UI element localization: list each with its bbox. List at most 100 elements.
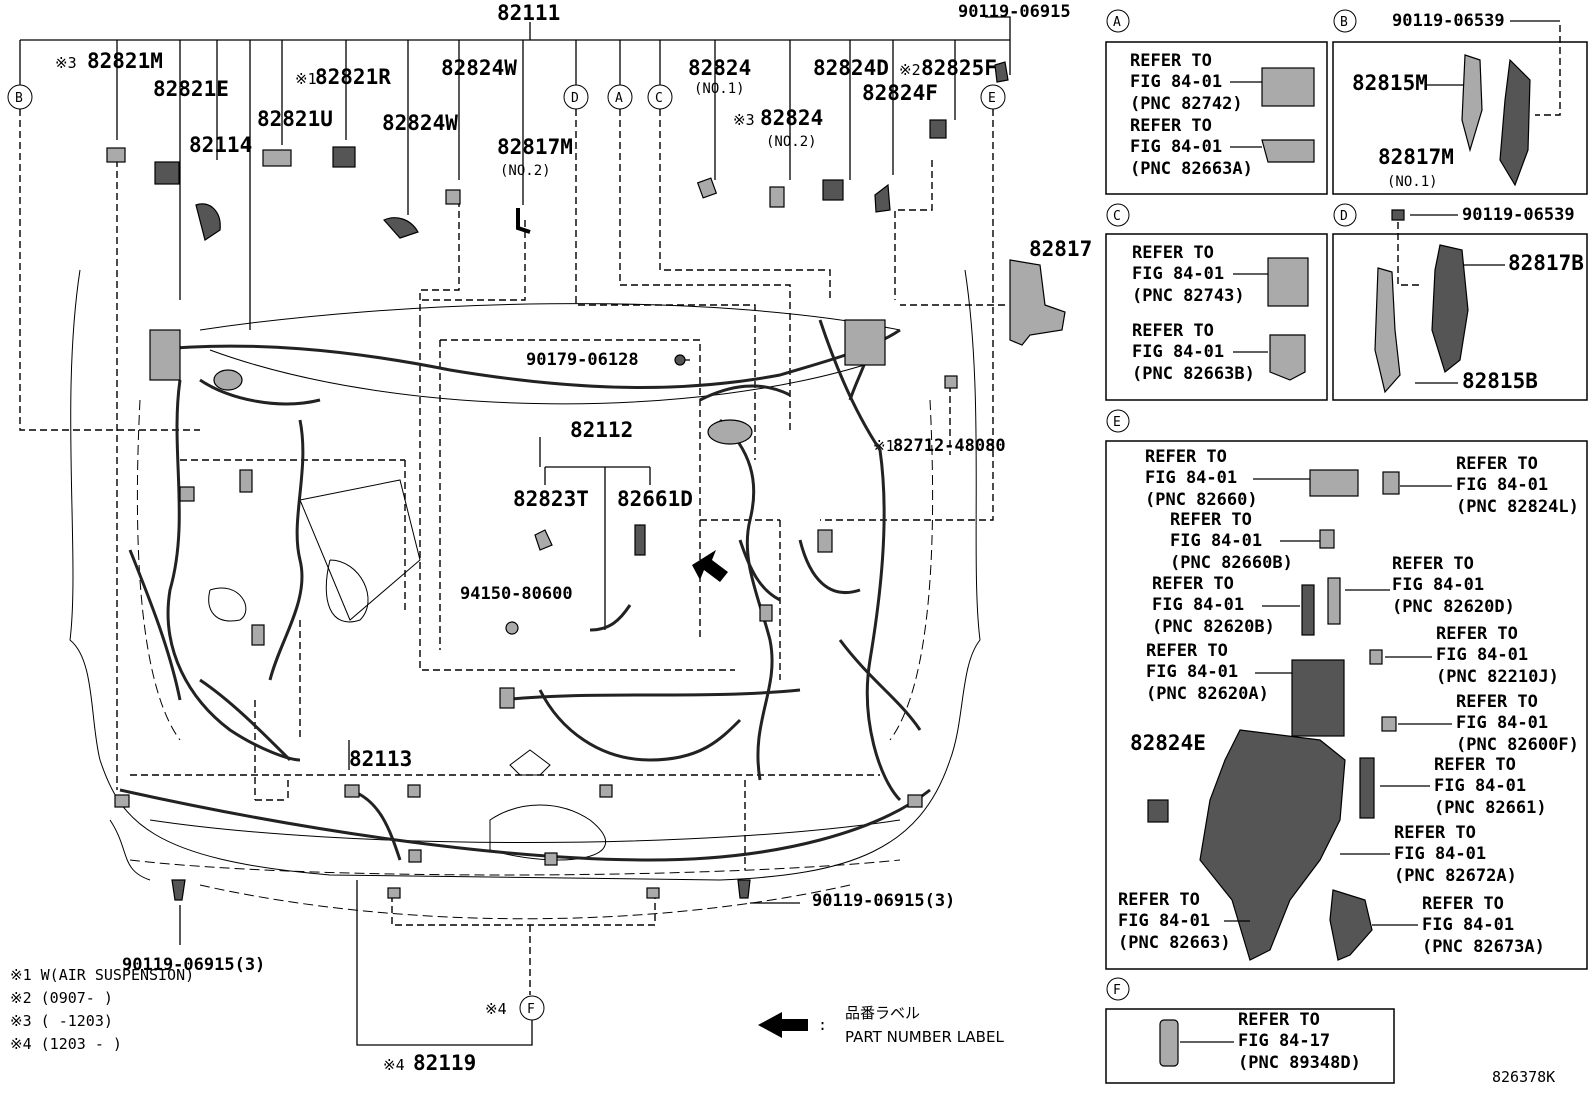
cover-82673A-icon bbox=[1329, 889, 1373, 961]
refer-text-panels-C-refs-1-l1: REFER TO bbox=[1132, 321, 1214, 341]
connector-center-c-icon bbox=[817, 529, 833, 553]
panel-d-box bbox=[1332, 233, 1588, 401]
refer-text-panels-F-refs-0-l2: FIG 84-17 bbox=[1238, 1031, 1330, 1051]
legend-colon: : bbox=[818, 1016, 827, 1034]
refer-text-panels-E-refs-5-l3: (PNC 82620A) bbox=[1146, 684, 1269, 704]
refer-text-panels-E-refs-0-l2: FIG 84-01 bbox=[1145, 468, 1237, 488]
cover-82661-icon bbox=[1359, 757, 1375, 819]
panel-b-bolt-label: 90119-06539 bbox=[1392, 11, 1505, 31]
mark-1b: ※1 bbox=[873, 437, 895, 455]
label-82114: 82114 bbox=[189, 133, 252, 157]
refer-text-panels-E-refs-2-l3: (PNC 82660B) bbox=[1170, 553, 1293, 573]
refer-text-panels-A-refs-1-l2: FIG 84-01 bbox=[1130, 137, 1222, 157]
cover-82620D-icon bbox=[1327, 577, 1341, 625]
bolt-90119-bottom-left-icon bbox=[171, 879, 186, 901]
refer-text-panels-E-refs-3-l2: FIG 84-01 bbox=[1152, 595, 1244, 615]
connector-82821R-icon bbox=[332, 146, 356, 168]
label-82821R: 82821R bbox=[315, 65, 391, 89]
bracket-82815B-icon bbox=[1374, 267, 1401, 394]
label-94150: 94150-80600 bbox=[460, 584, 573, 604]
footnote-4: ※4 (1203 - ) bbox=[10, 1035, 122, 1053]
refer-text-panels-E-refs-0-l1: REFER TO bbox=[1145, 447, 1227, 467]
label-82817M-no1: 82817M bbox=[1378, 145, 1454, 169]
panel-a: A REFER TO FIG 84-01 (PNC 82742) REFER T… bbox=[1105, 9, 1328, 195]
panel-d-letter: D bbox=[1340, 209, 1348, 224]
wire-harness bbox=[119, 319, 931, 862]
connector-left-front-icon bbox=[114, 794, 130, 808]
label-82824W-a: 82824W bbox=[441, 56, 517, 80]
connector-82743-icon bbox=[1267, 257, 1309, 307]
panel-b-letter: B bbox=[1340, 15, 1348, 30]
connector-82825F-icon bbox=[929, 119, 947, 139]
refer-text-panels-E-refs-6-l1: REFER TO bbox=[1436, 624, 1518, 644]
refer-text-panels-E-refs-6-l2: FIG 84-01 bbox=[1436, 645, 1528, 665]
mark-3b: ※3 bbox=[733, 111, 755, 129]
footnotes: ※1 W(AIR SUSPENSION) ※2 (0907- ) ※3 ( -1… bbox=[10, 966, 194, 1053]
panel-b-box bbox=[1332, 41, 1588, 195]
legend-arrow-icon bbox=[758, 1012, 808, 1038]
label-82824E: 82824E bbox=[1130, 731, 1206, 755]
clip-82824W-a-icon bbox=[445, 189, 461, 205]
refer-text-panels-F-refs-0-l3: (PNC 89348D) bbox=[1238, 1053, 1361, 1073]
connector-front-b-icon bbox=[599, 784, 613, 798]
refer-text-panels-E-refs-4-l2: FIG 84-01 bbox=[1392, 575, 1484, 595]
refer-text-panels-E-refs-10-l2: FIG 84-01 bbox=[1118, 911, 1210, 931]
connector-82661D-icon bbox=[634, 524, 646, 556]
refer-text-panels-E-refs-1-l3: (PNC 82824L) bbox=[1456, 497, 1579, 517]
panel-f-letter: F bbox=[1113, 983, 1121, 998]
clip-82712-icon bbox=[944, 375, 958, 389]
label-82825F: 82825F bbox=[921, 56, 997, 80]
callout-circles: B D A C E F bbox=[7, 84, 1006, 1021]
panel-f: F REFER TO FIG 84-17 (PNC 89348D) bbox=[1105, 977, 1395, 1084]
connector-82663A-icon bbox=[1261, 139, 1315, 163]
mark-3: ※3 bbox=[55, 54, 77, 72]
junction-block-82620A-icon bbox=[1291, 659, 1345, 737]
legend-jp: 品番ラベル bbox=[845, 1004, 920, 1022]
circle-e-letter: E bbox=[988, 91, 996, 106]
bracket-82817B-icon bbox=[1431, 244, 1469, 374]
refer-text-panels-A-refs-1-l1: REFER TO bbox=[1130, 116, 1212, 136]
label-82817: 82817 bbox=[1029, 237, 1092, 261]
connector-front-e-icon bbox=[387, 887, 401, 899]
footnote-3: ※3 ( -1203) bbox=[10, 1012, 113, 1030]
refer-text-panels-E-refs-1-l1: REFER TO bbox=[1456, 454, 1538, 474]
refer-text-panels-E-refs-2-l2: FIG 84-01 bbox=[1170, 531, 1262, 551]
refer-text-panels-E-refs-9-l1: REFER TO bbox=[1394, 823, 1476, 843]
connector-82821M-icon bbox=[106, 147, 126, 163]
label-82817B: 82817B bbox=[1508, 251, 1584, 275]
connector-left-c-icon bbox=[179, 486, 195, 502]
refer-text-panels-E-refs-6-l3: (PNC 82210J) bbox=[1436, 667, 1559, 687]
clip-82823T-icon bbox=[534, 529, 553, 551]
label-82824-no1: 82824 bbox=[688, 56, 751, 80]
refer-text-panels-E-refs-3-l1: REFER TO bbox=[1152, 574, 1234, 594]
refer-text-panels-E-refs-8-l1: REFER TO bbox=[1434, 755, 1516, 775]
connector-82113-icon bbox=[344, 784, 360, 798]
bracket-82817M-icon bbox=[516, 208, 531, 234]
label-82119: 82119 bbox=[413, 1051, 476, 1075]
panel-e: E REFER TO FIG 84-01 (PNC 82660) REFER T… bbox=[1105, 409, 1588, 970]
refer-text-panels-C-refs-1-l3: (PNC 82663B) bbox=[1132, 364, 1255, 384]
refer-text-panels-A-refs-0-l2: FIG 84-01 bbox=[1130, 72, 1222, 92]
connector-center-b-icon bbox=[759, 604, 773, 622]
circle-a-letter: A bbox=[615, 91, 623, 106]
refer-text-panels-C-refs-0-l1: REFER TO bbox=[1132, 243, 1214, 263]
refer-text-panels-C-refs-0-l3: (PNC 82743) bbox=[1132, 286, 1245, 306]
panel-f-box bbox=[1105, 1008, 1395, 1084]
main-diagram: 82111 B bbox=[7, 1, 1092, 1075]
refer-text-panels-E-refs-9-l2: FIG 84-01 bbox=[1394, 844, 1486, 864]
legend: : 品番ラベル PART NUMBER LABEL bbox=[758, 1004, 1004, 1046]
refer-text-panels-E-refs-10-l3: (PNC 82663) bbox=[1118, 933, 1231, 953]
relay-box-82663-icon bbox=[1199, 729, 1346, 961]
panel-c: C REFER TO FIG 84-01 (PNC 82743) REFER T… bbox=[1105, 203, 1328, 401]
refer-text-panels-E-refs-11-l3: (PNC 82673A) bbox=[1422, 937, 1545, 957]
refer-text-panels-E-refs-4-l1: REFER TO bbox=[1392, 554, 1474, 574]
label-82815M: 82815M bbox=[1352, 71, 1428, 95]
bolt-90119-d-icon bbox=[1391, 209, 1405, 221]
refer-text-panels-E-refs-8-l2: FIG 84-01 bbox=[1434, 776, 1526, 796]
circle-c-letter: C bbox=[655, 91, 663, 106]
label-82824-no2-sub: (NO.2) bbox=[766, 134, 817, 150]
label-82112: 82112 bbox=[570, 418, 633, 442]
label-82824-no2: 82824 bbox=[760, 106, 823, 130]
connector-front-c-icon bbox=[408, 849, 422, 863]
connector-right-front-icon bbox=[907, 794, 923, 808]
